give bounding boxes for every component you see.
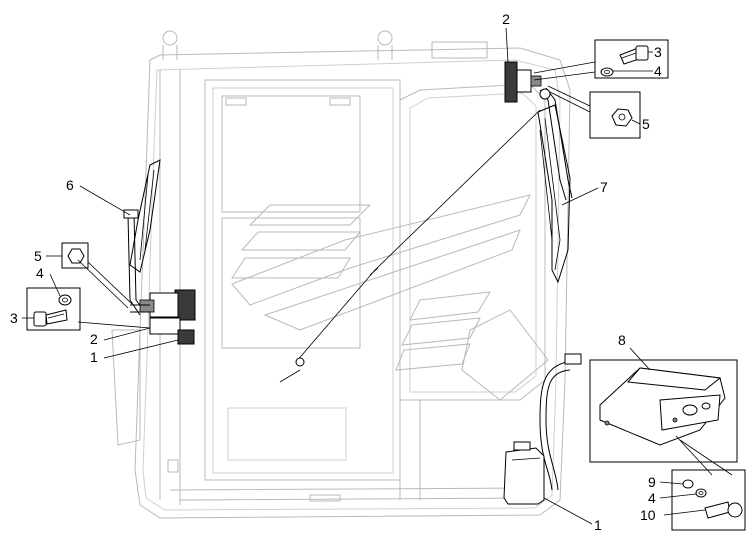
left-hardware-inset (26, 242, 89, 331)
wiper-sweep-pattern (231, 194, 531, 371)
callout-2-left: 2 (90, 331, 98, 347)
callout-4-top: 4 (654, 63, 662, 79)
callout-6: 6 (66, 177, 74, 193)
callout-5-top: 5 (642, 116, 650, 132)
callout-4-bottom: 4 (648, 490, 656, 506)
top-wiper-motor (504, 61, 542, 103)
callout-5-left: 5 (34, 248, 42, 264)
callout-9: 9 (648, 474, 656, 490)
cab-frame (111, 30, 571, 519)
washer-reservoir (503, 441, 545, 505)
callout-labels: 2 3 4 5 7 6 5 4 3 2 1 8 9 4 10 1 (10, 11, 662, 533)
callout-2-top: 2 (502, 11, 510, 27)
callout-3-top: 3 (654, 44, 662, 60)
washer-hose (539, 353, 582, 491)
top-wiper-blade (537, 104, 571, 284)
wiper-linkage (279, 109, 541, 383)
left-wiper-motor (130, 289, 196, 345)
callout-7: 7 (600, 179, 608, 195)
top-hardware-inset (589, 39, 669, 139)
bottom-hardware-inset (671, 469, 746, 531)
callout-3-left: 3 (10, 310, 18, 326)
callout-1-bottom: 1 (594, 517, 602, 533)
callout-1-left: 1 (90, 349, 98, 365)
callout-10: 10 (640, 507, 656, 523)
callout-8: 8 (618, 332, 626, 348)
bracket-inset (589, 359, 738, 463)
callout-4-left: 4 (36, 265, 44, 281)
left-wiper-blade (129, 159, 161, 273)
leader-lines (22, 27, 733, 525)
